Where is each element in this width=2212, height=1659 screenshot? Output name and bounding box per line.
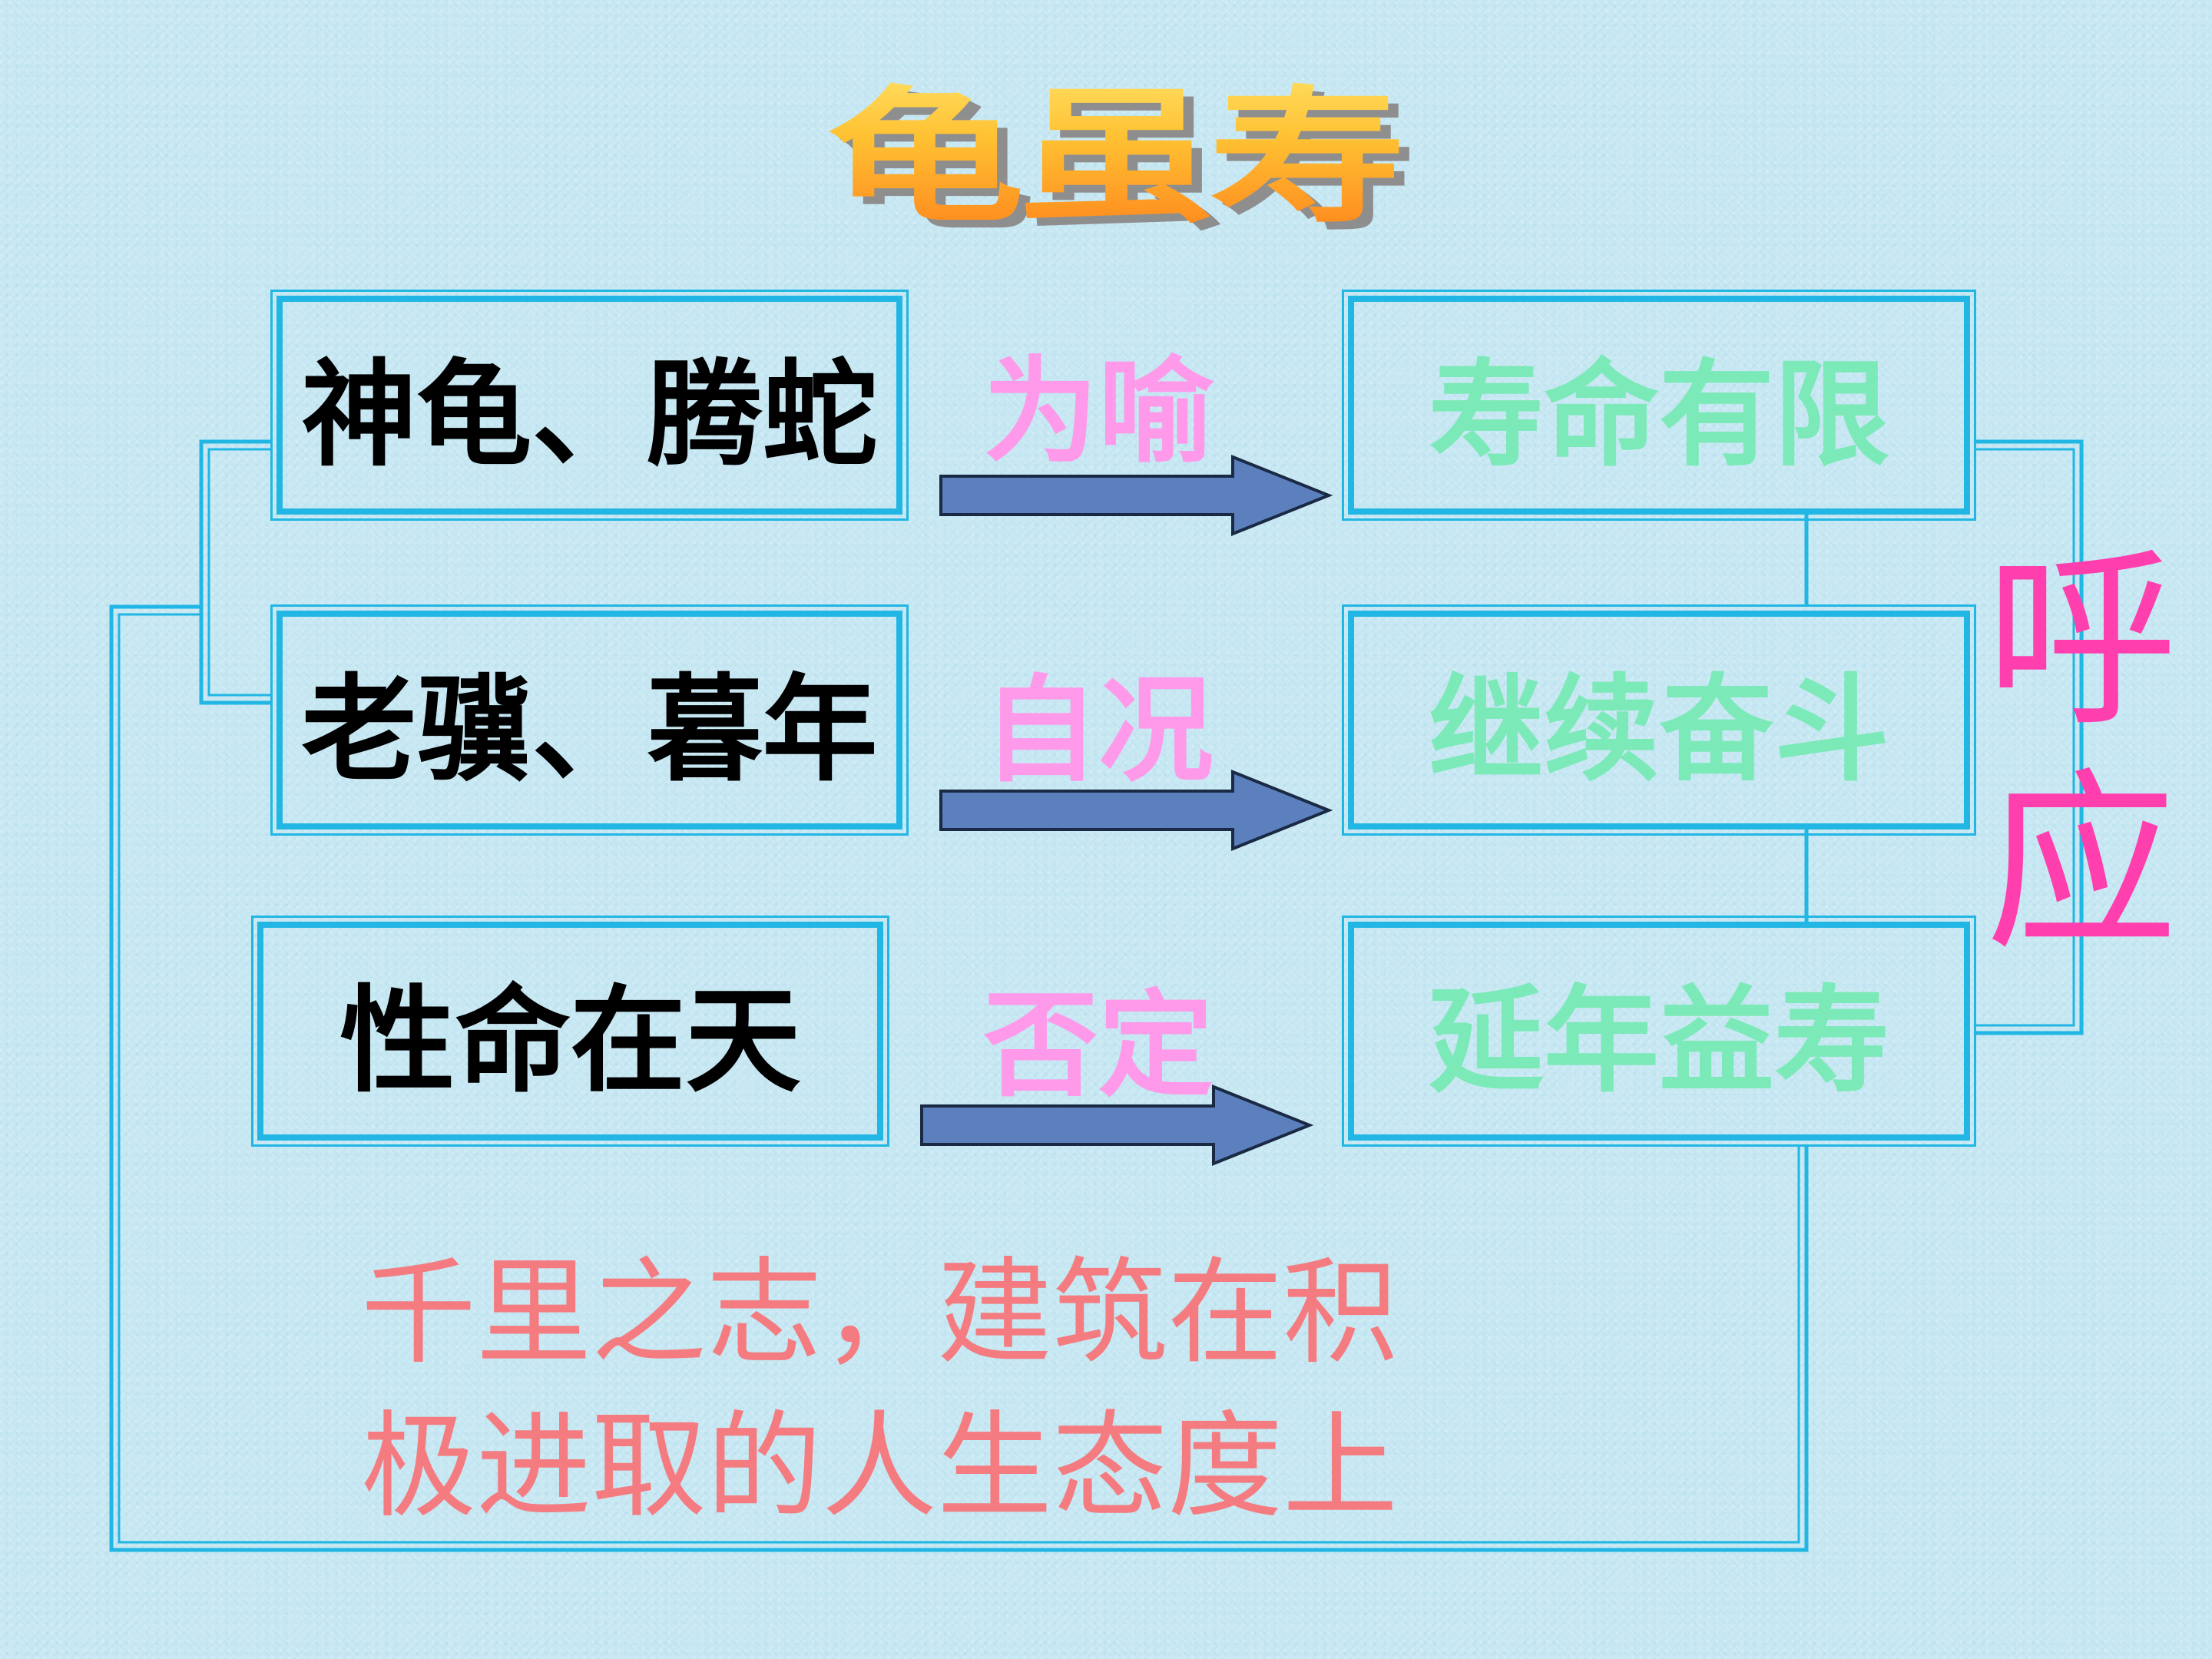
conclusion-line-1: 千里之志，建筑在积 (361, 1247, 1399, 1380)
echo-label: 呼应 (1985, 529, 2177, 975)
right-box-2: 继续奋斗 (1342, 604, 1976, 836)
middle-label-1: 为喻 (982, 346, 1214, 479)
conclusion-text: 千里之志，建筑在积 极进取的人生态度上 (361, 1237, 1544, 1544)
right-box-3: 延年益寿 (1342, 916, 1976, 1147)
left-box-3: 性命在天 (251, 916, 889, 1147)
right-bracket-line (1974, 439, 2084, 1035)
arrow-3 (920, 1084, 1314, 1166)
arrow-1 (939, 455, 1333, 536)
arrow-2 (939, 770, 1333, 851)
middle-label-2: 自况 (982, 664, 1214, 798)
right-box-1: 寿命有限 (1342, 290, 1976, 521)
left-bracket-line (199, 439, 270, 705)
slide-title: 龟虽寿 (627, 60, 1601, 243)
middle-label-3: 否定 (982, 979, 1214, 1113)
left-box-2: 老骥、暮年 (270, 604, 909, 836)
conclusion-line-2: 极进取的人生态度上 (361, 1400, 1399, 1534)
outer-loop-line (109, 604, 1809, 1552)
left-box-1: 神龟、腾蛇 (270, 290, 909, 521)
